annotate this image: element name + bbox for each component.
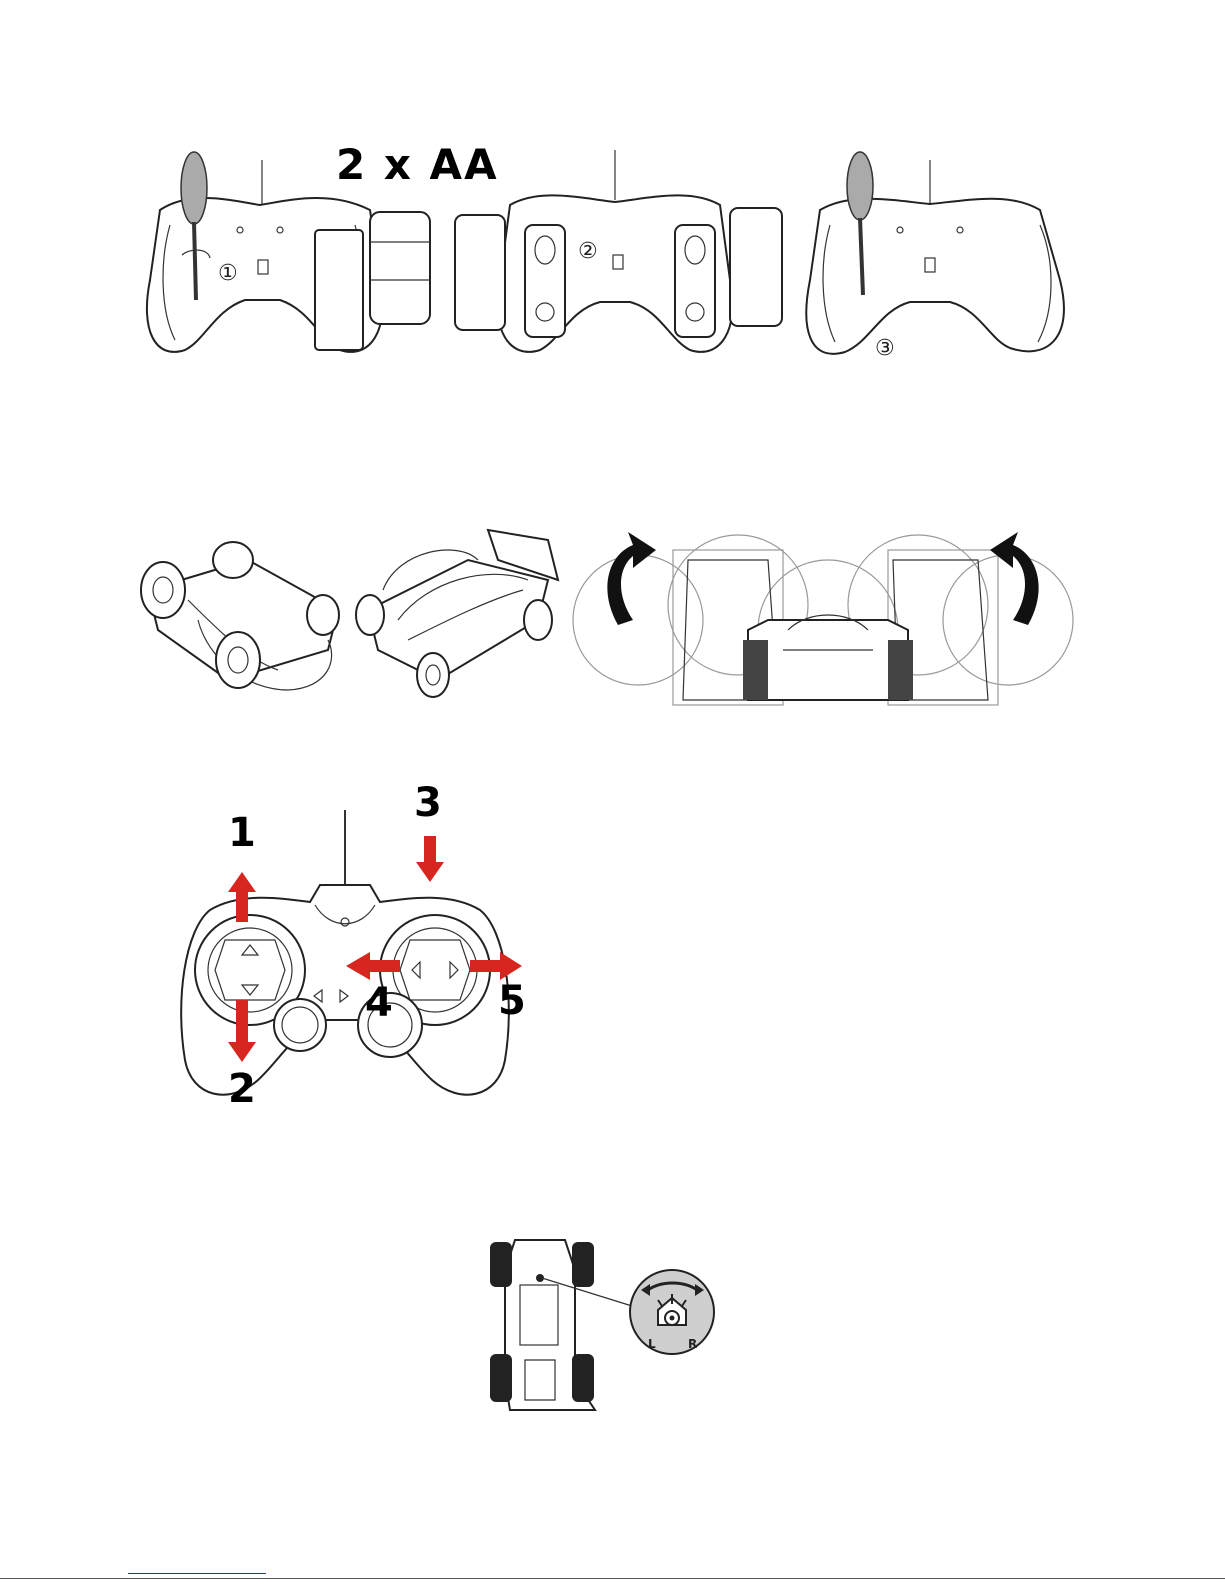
battery-install-illustration: ① ② ③ xyxy=(130,130,1090,380)
arrow-press-icon xyxy=(416,836,444,882)
footer-link-underline xyxy=(128,1573,266,1574)
car-racer-view xyxy=(356,530,558,697)
rotate-right-arrow-icon xyxy=(990,532,1039,625)
controller-directions-illustration: 1 2 3 4 5 xyxy=(170,780,530,1110)
controller-back-step1 xyxy=(147,152,430,352)
car-open-view xyxy=(141,542,339,690)
direction-label-3: 3 xyxy=(414,780,442,826)
footer-divider xyxy=(0,1578,1225,1579)
direction-label-1: 1 xyxy=(228,810,256,856)
direction-label-4: 4 xyxy=(365,980,393,1026)
direction-label-5: 5 xyxy=(498,978,526,1024)
trim-left-label: L xyxy=(648,1337,656,1351)
car-transform-illustration xyxy=(128,520,1088,720)
direction-label-2: 2 xyxy=(228,1066,256,1110)
step-3-marker: ③ xyxy=(875,336,895,361)
car-flip-sequence xyxy=(573,535,1073,705)
step-2-marker: ② xyxy=(578,239,598,264)
trim-dial: L R xyxy=(630,1270,714,1354)
controller-back-step2 xyxy=(455,150,782,352)
car-top-view xyxy=(490,1240,595,1410)
step-1-marker: ① xyxy=(218,261,238,286)
rotate-left-arrow-icon xyxy=(607,532,656,625)
controller-back-step3 xyxy=(806,152,1064,354)
trim-right-label: R xyxy=(688,1337,697,1351)
steering-trim-illustration: L R xyxy=(480,1230,740,1420)
